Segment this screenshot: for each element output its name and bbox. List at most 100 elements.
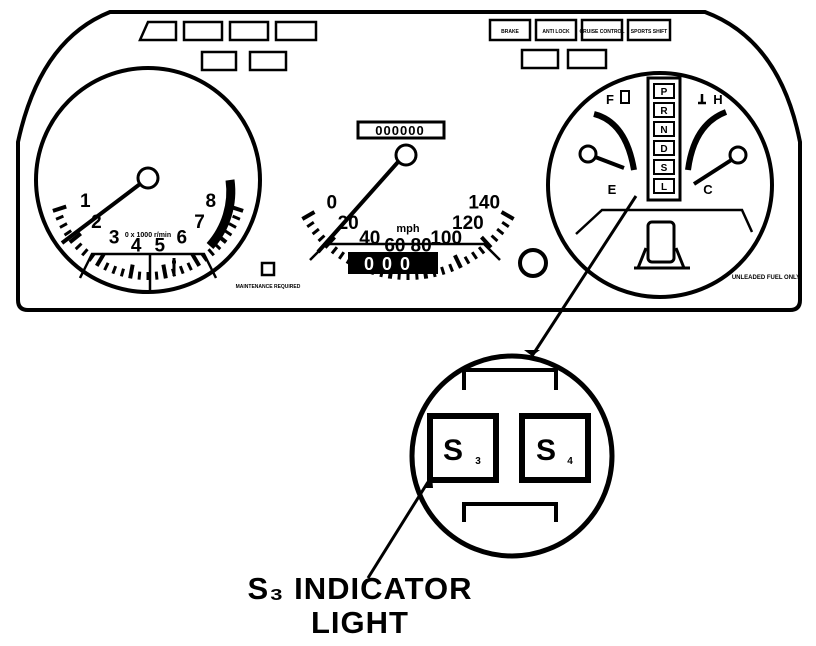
thermometer-icon: [698, 94, 706, 105]
tachometer-tick: [81, 248, 89, 257]
speedometer-needle: [316, 160, 400, 254]
tachometer-hub: [136, 166, 160, 190]
left-turn-arrow-icon: [248, 50, 288, 72]
tachometer-dial: [34, 66, 262, 294]
odometer-digits: 000000: [375, 123, 424, 138]
tachometer-redline: [206, 179, 236, 249]
sports-shift-label: SPORTS SHIFT: [631, 29, 667, 35]
speedometer-numeral: 40: [359, 228, 380, 249]
speedometer-numeral: 0: [327, 193, 338, 214]
caption-line-2: LIGHT: [311, 605, 409, 640]
callout-leader-tip: [524, 350, 540, 356]
shift-indicator-panel: [646, 76, 682, 202]
speedometer-tick: [440, 266, 446, 276]
speedometer-lower-bezel: [309, 242, 501, 261]
tachometer-tick: [186, 262, 193, 271]
tachometer-tick: [55, 214, 64, 221]
tachometer-lower-window: [78, 252, 218, 279]
tachometer-numeral: 6: [177, 227, 188, 248]
callout-caption: S₃ INDICATOR LIGHT: [200, 572, 520, 640]
tachometer-tick: [63, 229, 73, 237]
tachometer-tick: [228, 222, 237, 229]
trip-meter-frame: [348, 252, 438, 274]
sports-shift-indicator: [626, 18, 672, 42]
tachometer-tick: [103, 262, 110, 271]
brake-indicator: [488, 18, 532, 42]
speedometer-tick: [330, 246, 339, 255]
fuel-empty-label: E: [608, 182, 617, 197]
tachometer-tick: [232, 214, 241, 221]
trip-meter-digits: 000: [364, 254, 418, 274]
lamp-frame: [138, 20, 178, 42]
speedometer-tick: [317, 234, 326, 243]
headlight-icon: [200, 50, 238, 72]
s4-subscript: 4: [567, 456, 573, 467]
oil-pressure-icon: [274, 20, 318, 42]
cruise-control-indicator: [580, 18, 624, 42]
speedometer-tick: [500, 210, 515, 221]
shift-position-lamp: [653, 178, 675, 194]
anti-lock-indicator: [534, 18, 578, 42]
caption-leader-tip: [423, 476, 433, 488]
shift-position-lamp: [653, 83, 675, 99]
speedometer-tick: [470, 251, 478, 260]
speedometer-tick: [496, 227, 505, 236]
tachometer-tick: [111, 265, 118, 275]
tachometer-numeral: 4: [131, 236, 142, 257]
seatbelt-icon: [566, 48, 608, 70]
tachometer-tick: [59, 222, 68, 229]
caption-line-1: S₃ INDICATOR: [247, 571, 473, 606]
unleaded-fuel-label: UNLEADED FUEL ONLY: [732, 275, 800, 281]
fuel-pump-icon: [620, 90, 630, 104]
speedometer-tick: [338, 251, 346, 260]
battery-icon: [228, 20, 270, 42]
callout-magnifier: S 3 S 4: [409, 353, 615, 559]
tachometer-tick: [52, 204, 67, 213]
caption-leader-line: [366, 481, 430, 579]
coolant-temperature-icon: [172, 258, 176, 276]
s4-letter: S: [536, 434, 556, 467]
temp-scale-arc: [685, 109, 728, 171]
tachometer-numeral: 7: [194, 212, 205, 233]
tachometer-needle: [60, 182, 142, 245]
speedometer-numeral: 80: [411, 236, 432, 257]
shift-position-lamp: [653, 102, 675, 118]
magnified-upper-lamp: [462, 368, 558, 390]
shift-position-label: P: [661, 87, 668, 98]
top-left-warning-lamps: [138, 20, 318, 72]
speedometer-tick: [490, 234, 499, 243]
speedometer-tick: [479, 235, 493, 249]
s4-indicator-box: [519, 413, 591, 483]
maintenance-required-label: MAINTENANCE REQUIRED: [236, 284, 301, 290]
tachometer-units: 0 x 1000 r/min: [125, 232, 171, 239]
speedometer-tick: [311, 227, 320, 236]
cruise-control-label: CRUISE CONTROL: [580, 29, 625, 35]
shift-position-lamp: [653, 121, 675, 137]
tachometer-tick: [161, 264, 168, 279]
brake-label: BRAKE: [501, 29, 519, 35]
speedometer-numeral: 60: [384, 236, 405, 257]
speedometer-tick: [501, 220, 510, 228]
temp-hot-label: H: [713, 92, 722, 107]
shift-position-label: N: [660, 125, 667, 136]
speedometer-tick: [448, 263, 454, 273]
tachometer-tick: [128, 264, 135, 279]
tachometer-tick: [74, 242, 83, 251]
cluster-housing: [16, 10, 802, 312]
fuel-hub: [578, 144, 598, 164]
tachometer-tick: [68, 232, 83, 244]
speedometer-hub: [394, 143, 418, 167]
tachometer-tick: [137, 271, 142, 280]
speedometer-tick: [301, 210, 316, 221]
shift-position-lamp: [653, 140, 675, 156]
speedometer-numeral: 140: [468, 193, 500, 214]
tachometer-tick: [154, 271, 159, 280]
trip-reset-knob: [518, 248, 548, 278]
speedometer-tick: [463, 255, 471, 265]
tachometer-tick: [190, 252, 202, 267]
tachometer-tick: [223, 229, 233, 237]
temp-needle: [692, 155, 738, 186]
speedometer-numeral: 120: [452, 213, 484, 234]
